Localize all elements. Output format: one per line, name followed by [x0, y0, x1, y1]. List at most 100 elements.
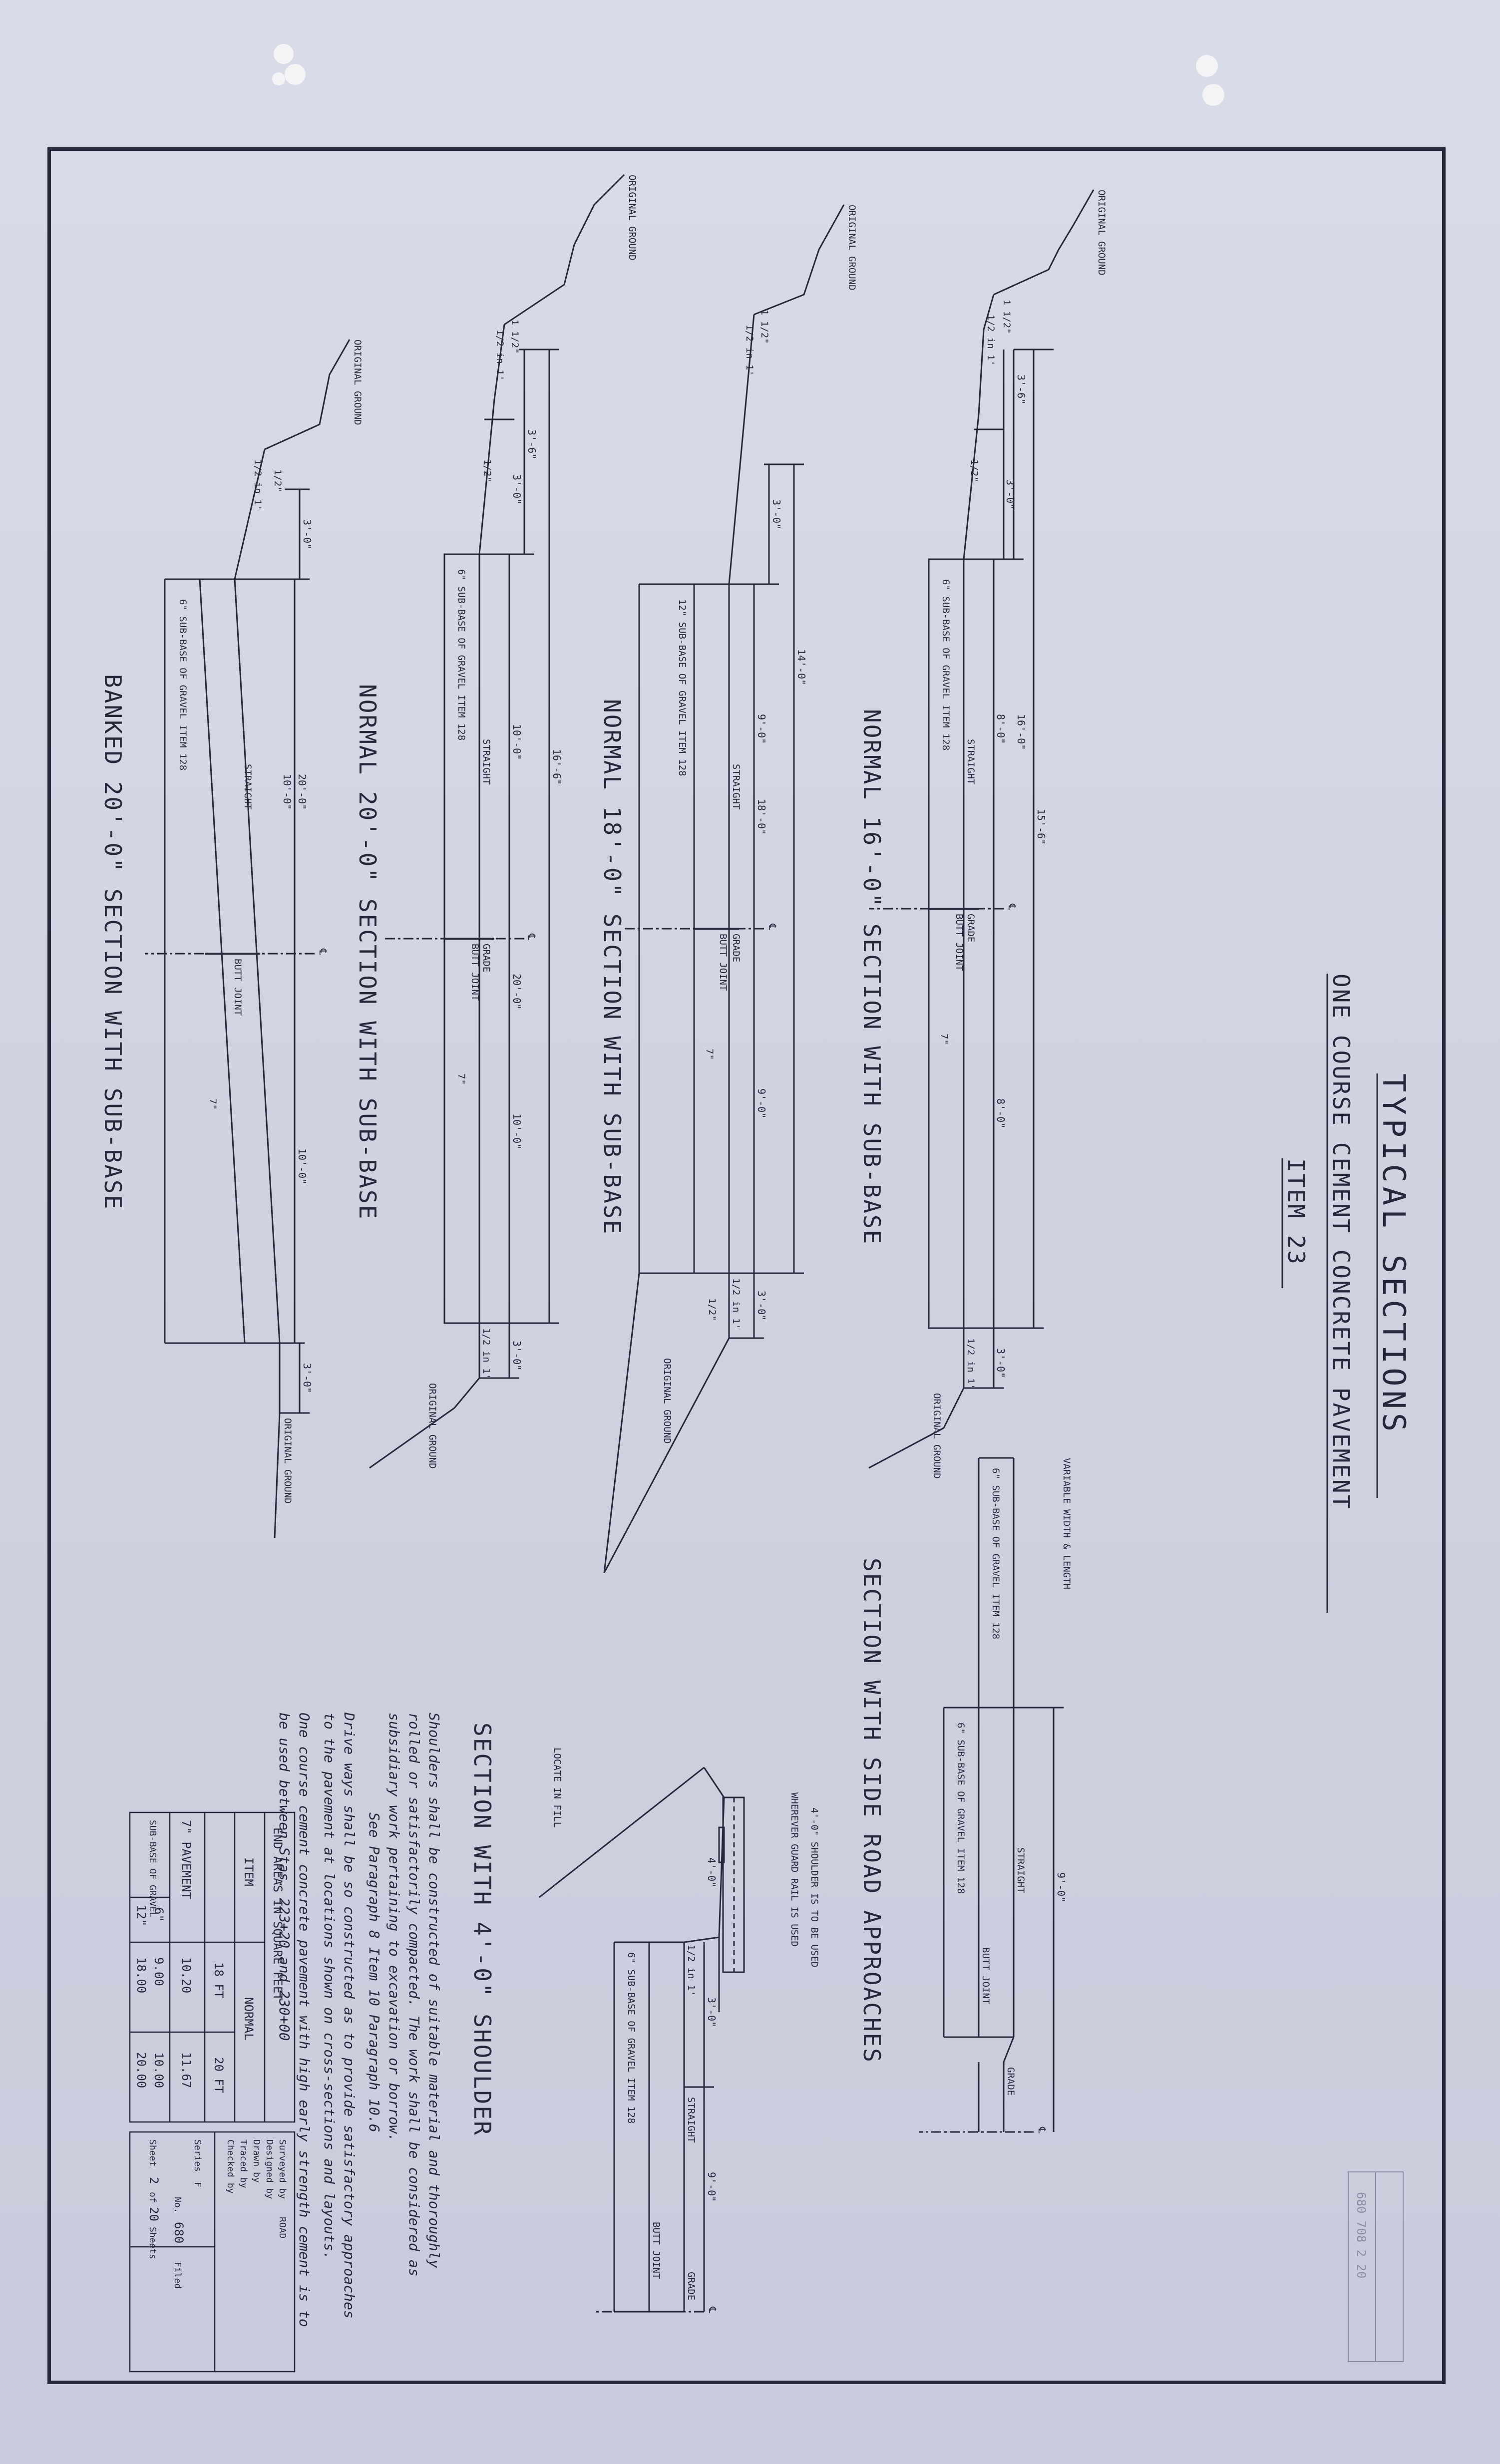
- ground-label: ORIGINAL GROUND: [1096, 190, 1107, 276]
- slope-right: 1/2 in 1': [965, 1338, 976, 1390]
- subbase-label: 6" SUB-BASE OF GRAVEL ITEM 128: [626, 1952, 637, 2123]
- thickness-label: 7": [456, 1073, 467, 1085]
- slope-mid: 1/2": [482, 459, 493, 482]
- ground-label-right: ORIGINAL GROUND: [427, 1383, 438, 1469]
- caption-normal-20ft: NORMAL 20'-0" SECTION WITH SUB-BASE: [354, 684, 381, 1220]
- dim-overall: 15'-6": [1035, 809, 1047, 845]
- dim: 9'-0": [1055, 1872, 1067, 1902]
- centerline-mark: ℄: [707, 2306, 719, 2313]
- section-normal-16ft: [868, 189, 1095, 1469]
- thickness-label: 7": [704, 1049, 715, 1060]
- straight-label: STRAIGHT: [1015, 1847, 1026, 1893]
- caption-banked-20ft: BANKED 20'-0" SECTION WITH SUB-BASE: [99, 674, 126, 1210]
- title-block: [129, 2131, 296, 2373]
- punch-hole: [285, 64, 306, 85]
- slope-mid: 1/2": [707, 1298, 718, 1321]
- sheet-value: 2: [147, 2177, 161, 2184]
- of-value: 20: [147, 2207, 161, 2221]
- centerline-mark: ℄: [317, 948, 329, 955]
- table-cell: 18.00: [134, 1957, 148, 1993]
- title-block-line: Designed by: [264, 2139, 275, 2199]
- dim: 3'-0": [706, 1997, 718, 2027]
- straight-label: STRAIGHT: [965, 739, 976, 785]
- note-line: be used between Stas. 223+20 and 230+00: [276, 1713, 293, 2041]
- section-normal-18ft: [603, 204, 845, 1573]
- joint-label: BUTT JOINT: [718, 934, 729, 991]
- subbase-label: 12" SUB-BASE OF GRAVEL ITEM 128: [677, 599, 688, 776]
- centerline-mark: ℄: [1006, 903, 1018, 910]
- grade-label: GRADE: [481, 944, 492, 972]
- dim: 3'-0": [770, 499, 782, 529]
- slope-right: 1/2 in 1': [731, 1278, 742, 1330]
- note-line: See Paragraph 8 Item 10 Paragraph 10.6: [366, 1812, 382, 2132]
- number-label: No.: [172, 2197, 183, 2213]
- steep-label: 1 1/2": [509, 320, 520, 354]
- caption-normal-16ft: NORMAL 16'-0" SECTION WITH SUB-BASE: [858, 709, 885, 1245]
- shoulder-note: WHEREVER GUARD RAIL IS USED: [789, 1792, 800, 1947]
- section-normal-20ft: [369, 174, 625, 1469]
- table-header: NORMAL: [242, 1997, 256, 2041]
- stamp: [1348, 2171, 1404, 2362]
- dim: 3'-0": [511, 474, 523, 504]
- subbase-label: 6" SUB-BASE OF GRAVEL ITEM 128: [990, 1468, 1001, 1639]
- slope-label: 1/2 in 1': [252, 459, 263, 511]
- centerline-mark: ℄: [1036, 2126, 1048, 2133]
- shoulder-note: 4'-0" SHOULDER IS TO BE USED: [809, 1807, 820, 1967]
- centerline-mark: ℄: [766, 923, 778, 930]
- title-block-line: Drawn by: [251, 2139, 262, 2183]
- caption-side-road: SECTION WITH SIDE ROAD APPROACHES: [858, 1558, 885, 2064]
- dim: 10'-0": [281, 774, 293, 810]
- joint-label: BUTT JOINT: [232, 959, 243, 1016]
- grade-label: GRADE: [686, 2272, 697, 2300]
- joint-label: BUTT JOINT: [469, 944, 480, 1001]
- dim-half: 18'-0": [755, 799, 767, 835]
- section-banked-20ft: [145, 339, 351, 1538]
- sheet-label: Sheet: [147, 2139, 158, 2166]
- dim: 3'-0": [301, 519, 313, 549]
- rotated-drawing: TYPICAL SECTIONS ONE COURSE CEMENT CONCR…: [50, 150, 1443, 2382]
- straight-label: STRAIGHT: [686, 2097, 697, 2143]
- subbase-label: 6" SUB-BASE OF GRAVEL ITEM 128: [456, 569, 467, 740]
- slope-label: 1/2 in 1': [744, 325, 755, 376]
- grade-label: GRADE: [731, 934, 742, 962]
- dim: 10'-0": [511, 1113, 523, 1149]
- note-line: Drive ways shall be so constructed as to…: [341, 1712, 358, 2319]
- slope-mid: 1/2": [272, 469, 283, 492]
- variable-label: VARIABLE WIDTH & LENGTH: [1061, 1458, 1072, 1589]
- thickness-label: 7": [207, 1098, 218, 1110]
- subbase-label: 6" SUB-BASE OF GRAVEL ITEM 128: [940, 579, 951, 750]
- punch-hole: [1196, 55, 1218, 77]
- centerline-mark: ℄: [526, 933, 538, 940]
- punch-hole: [274, 44, 294, 64]
- straight-label: STRAIGHT: [731, 764, 742, 810]
- ground-label-right: ORIGINAL GROUND: [662, 1358, 673, 1444]
- title-block-value: ROAD: [277, 2217, 288, 2238]
- table-subheader: 20 FT: [212, 2057, 226, 2093]
- straight-label: STRAIGHT: [242, 764, 253, 810]
- dim: 10'-0": [296, 1148, 308, 1184]
- stamp-text: 680 708 2 20: [1354, 2192, 1368, 2278]
- table-header: ITEM: [242, 1857, 256, 1886]
- caption-normal-18ft: NORMAL 18'-0" SECTION WITH SUB-BASE: [599, 699, 626, 1235]
- slope-label: 1/2 in 1': [686, 1945, 697, 1996]
- dim-half: 20'-0": [511, 974, 523, 1010]
- note-line: rolled or satisfactorily compacted. The …: [406, 1713, 422, 2276]
- grade-label: GRADE: [1005, 2067, 1016, 2096]
- table-cell: 11.67: [179, 2052, 193, 2088]
- ground-label-right: ORIGINAL GROUND: [282, 1418, 293, 1504]
- sheet-title: TYPICAL SECTIONS: [1376, 1073, 1412, 1435]
- note-line: to the pavement at locations shown on cr…: [321, 1713, 338, 2260]
- of-label: of: [147, 2192, 158, 2203]
- drawing-canvas: TYPICAL SECTIONS ONE COURSE CEMENT CONCR…: [99, 174, 1412, 2373]
- sheet-item: ITEM 23: [1283, 1158, 1310, 1266]
- slope-mid: 1/2": [969, 459, 980, 482]
- fill-label: LOCATE IN FILL: [552, 1748, 563, 1827]
- dim: 3'-0": [301, 1363, 313, 1393]
- ground-label: ORIGINAL GROUND: [352, 340, 363, 425]
- table-cell: 9.00: [152, 1957, 166, 1986]
- table-cell: 12": [134, 1905, 148, 1926]
- steep-label: 1 1/2": [1001, 300, 1012, 334]
- slope-right: 1/2 in 1': [481, 1328, 492, 1380]
- note-line: subsidiary work pertaining to excavation…: [386, 1713, 402, 2142]
